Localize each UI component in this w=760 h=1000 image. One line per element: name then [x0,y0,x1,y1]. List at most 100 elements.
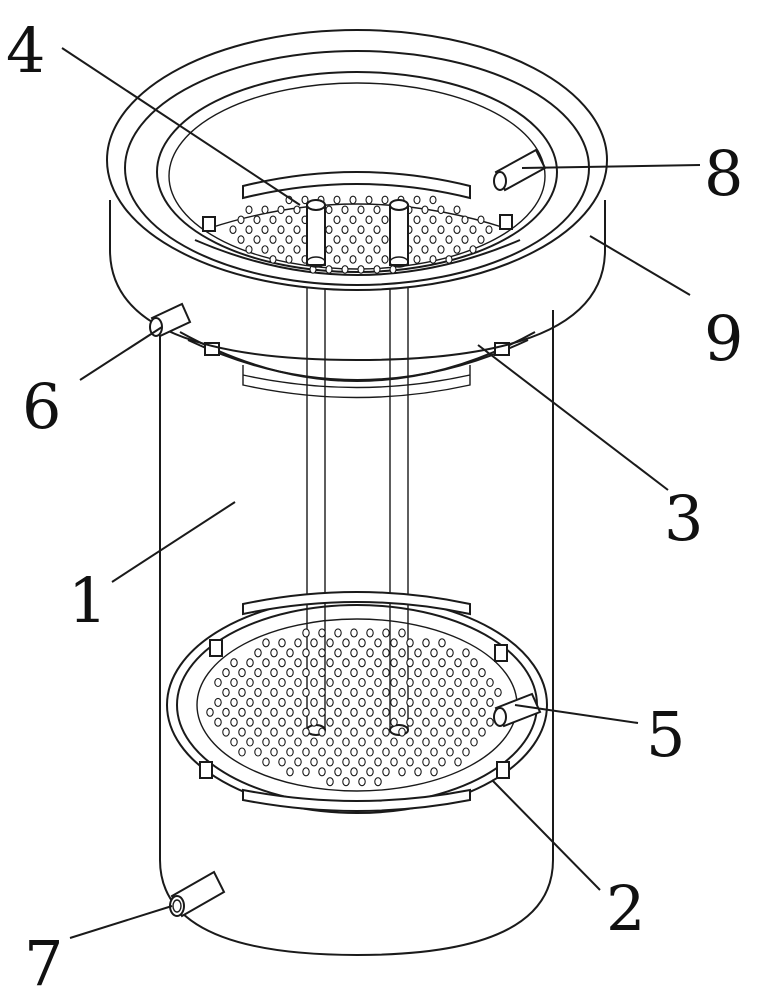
perforation-hole [422,638,430,648]
perforation-hole [238,668,246,678]
perforation-hole [366,727,374,737]
perforation-hole [325,245,333,254]
perforation-hole [310,638,318,648]
perforation-hole [286,648,294,658]
perforation-hole [326,677,334,688]
perforation-hole [477,235,485,244]
perforation-hole [406,737,414,747]
perforation-hole [277,205,285,215]
perforation-hole [382,648,390,658]
perforation-hole [445,235,453,244]
perforation-hole [214,697,222,707]
perforation-hole [245,225,253,234]
perforation-hole [390,717,398,727]
perforation-hole [333,255,341,264]
perforation-hole [294,658,302,668]
perforation-hole [302,747,310,757]
perforation-hole [293,245,301,254]
label-3: 3 [664,482,703,555]
perforation-hole [341,205,349,215]
perforation-hole [302,628,310,638]
perforation-hole [318,648,326,658]
perforation-hole [294,638,302,648]
perforation-hole [494,687,502,697]
perforation-hole [462,707,470,717]
perforation-hole [333,215,341,225]
perforation-hole [325,205,333,215]
perforation-hole [262,677,270,688]
perforation-hole [222,707,230,717]
perforation-hole [302,727,310,737]
perforation-hole [262,697,270,707]
perforation-hole [357,225,365,234]
perforation-hole [285,215,293,225]
perforation-hole [421,225,429,234]
perforation-hole [358,757,366,767]
perforation-hole [245,245,253,254]
perforation-hole [230,697,238,707]
perforation-hole [334,687,342,697]
label-1: 1 [68,564,107,637]
perforation-hole [230,677,238,688]
leader-lines [61,47,701,939]
perforation-hole [325,265,333,274]
perforation-hole [462,648,470,658]
perforation-hole [374,757,382,767]
perforation-hole [398,767,406,777]
perforation-hole [262,658,270,668]
perforation-hole [334,648,342,658]
perforation-hole [350,747,358,757]
perforation-hole [422,677,430,688]
perforation-hole [278,757,286,767]
perforation-hole [429,195,437,205]
perforation-hole [366,648,374,658]
perforation-hole [454,717,462,727]
perforation-hole [382,767,390,777]
perforation-hole [421,245,429,254]
perforation-hole [430,747,438,757]
perforation-hole [445,255,453,264]
lower-plate-holes [206,628,502,787]
perforation-hole [381,255,389,264]
perforation-hole [342,697,350,707]
perforation-hole [269,215,277,225]
perforation-hole [470,658,478,668]
perforation-hole [398,707,406,717]
perforation-hole [373,245,381,254]
perforation-hole [398,628,406,638]
perforation-hole [286,767,294,777]
perforation-hole [269,235,277,244]
perforation-hole [325,225,333,234]
perforation-hole [413,195,421,205]
perforation-hole [374,777,382,787]
perforation-hole [277,225,285,234]
perforation-hole [269,255,277,264]
perforation-hole [422,757,430,767]
perforation-hole [478,727,486,737]
perforation-hole [486,717,494,727]
perforation-hole [453,205,461,215]
lower-plate [166,591,548,814]
perforation-hole [342,658,350,668]
perforation-hole [286,747,294,757]
perforation-hole [238,727,246,737]
perforation-hole [262,638,270,648]
perforation-hole [349,215,357,225]
perforation-hole [294,717,302,727]
perforation-hole [382,628,390,638]
perforation-hole [446,747,454,757]
perforation-hole [294,737,302,747]
perforation-hole [446,707,454,717]
perforation-hole [350,767,358,777]
perforation-hole [406,697,414,707]
perforation-hole [302,687,310,697]
perforation-hole [310,757,318,767]
perforation-hole [310,737,318,747]
perforation-hole [390,697,398,707]
perforation-hole [334,767,342,777]
perforation-hole [254,668,262,678]
perforation-hole [486,697,494,707]
perforation-hole [349,255,357,264]
perforation-hole [406,658,414,668]
perforation-hole [446,648,454,658]
